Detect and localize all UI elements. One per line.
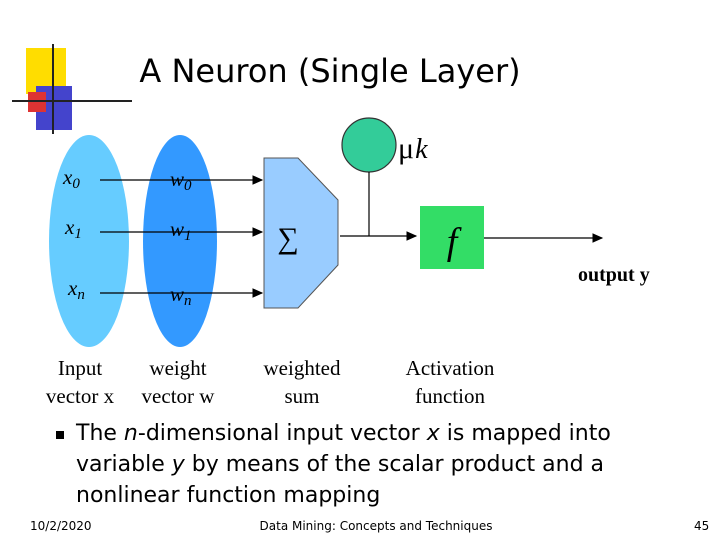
input-label-xn: xn <box>67 276 85 303</box>
bullet-text: The n-dimensional input vector x is mapp… <box>76 421 611 508</box>
footer-page-number: 45 <box>694 519 710 533</box>
deco-red-square <box>28 92 46 112</box>
caption-activation-function: Activation function <box>405 356 495 408</box>
slide-title: A Neuron (Single Layer) <box>139 52 521 90</box>
caption-weighted-sum: weighted sum <box>263 356 341 408</box>
weight-label-w1: w1 <box>170 217 192 244</box>
activation-box <box>420 206 484 269</box>
weighted-sum-shape <box>263 157 339 309</box>
bias-circle <box>341 117 397 173</box>
deco-horizontal-line <box>12 100 132 102</box>
input-label-x0: x0 <box>62 165 80 192</box>
weight-vector-ellipse <box>143 135 217 347</box>
deco-vertical-line <box>52 44 54 134</box>
footer-date: 10/2/2020 <box>30 519 92 533</box>
caption-weight-vector: weight vector w <box>141 356 215 408</box>
input-vector-ellipse <box>49 135 129 347</box>
bullet-marker <box>56 431 64 439</box>
input-label-x1: x1 <box>64 215 82 242</box>
sum-symbol: ∑ <box>277 222 298 255</box>
weight-label-w0: w0 <box>170 167 192 194</box>
bias-label: μk <box>398 132 428 165</box>
weight-label-wn: wn <box>170 282 192 309</box>
output-label: output y <box>578 264 650 286</box>
caption-input-vector: Input vector x <box>45 356 115 408</box>
footer-title: Data Mining: Concepts and Techniques <box>259 519 493 533</box>
